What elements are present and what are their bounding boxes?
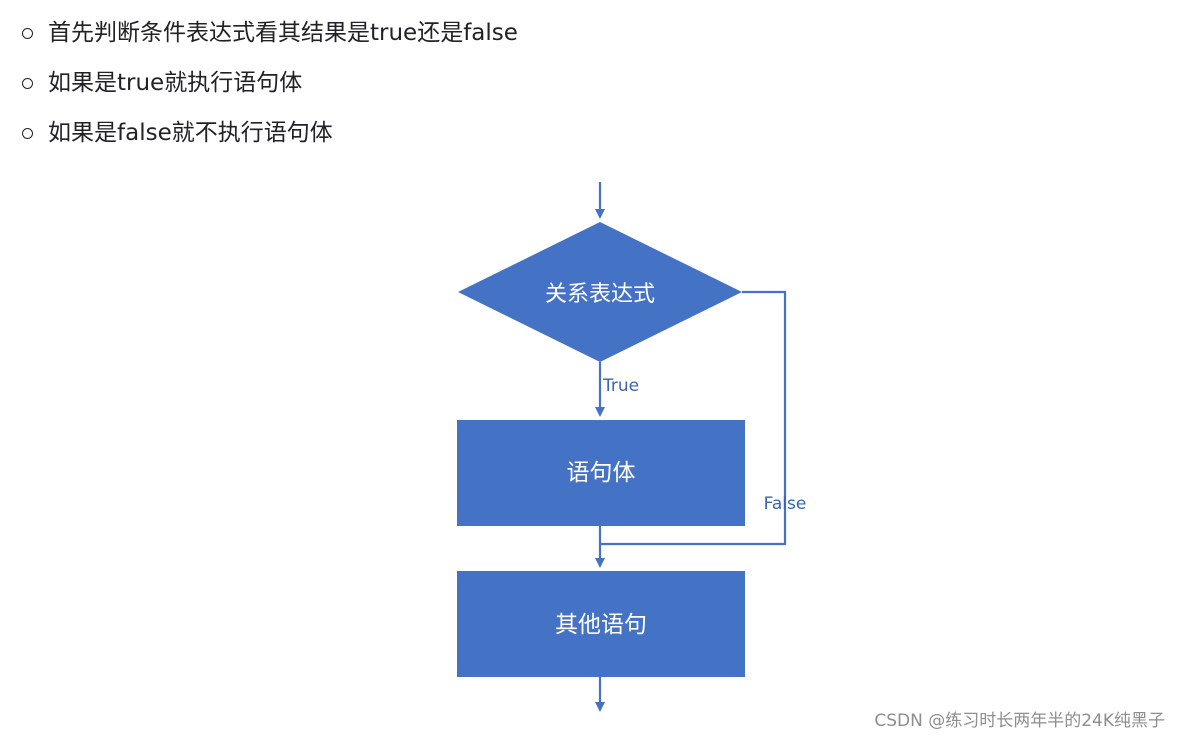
statement-box — [457, 420, 745, 526]
statement-label: 语句体 — [567, 460, 636, 486]
bullet-item: 首先判断条件表达式看其结果是true还是false — [22, 8, 518, 58]
false-path-line — [600, 290, 787, 546]
bullet-list: 首先判断条件表达式看其结果是true还是false 如果是true就执行语句体 … — [22, 8, 518, 158]
true-label: True — [602, 376, 639, 396]
next-statement-box — [457, 571, 745, 677]
watermark: CSDN @练习时长两年半的24K纯黑子 — [874, 711, 1165, 731]
circle-bullet-icon — [22, 77, 33, 89]
bullet-item: 如果是true就执行语句体 — [22, 58, 518, 108]
circle-bullet-icon — [22, 27, 33, 39]
condition-diamond — [458, 222, 742, 362]
circle-bullet-icon — [22, 127, 33, 139]
condition-label: 关系表达式 — [545, 282, 655, 307]
false-label: False — [764, 494, 807, 514]
bullet-text: 如果是false就不执行语句体 — [48, 120, 333, 146]
bullet-text: 首先判断条件表达式看其结果是true还是false — [48, 20, 518, 46]
bullet-item: 如果是false就不执行语句体 — [22, 108, 518, 158]
bullet-text: 如果是true就执行语句体 — [48, 70, 303, 96]
next-statement-label: 其他语句 — [555, 612, 647, 638]
